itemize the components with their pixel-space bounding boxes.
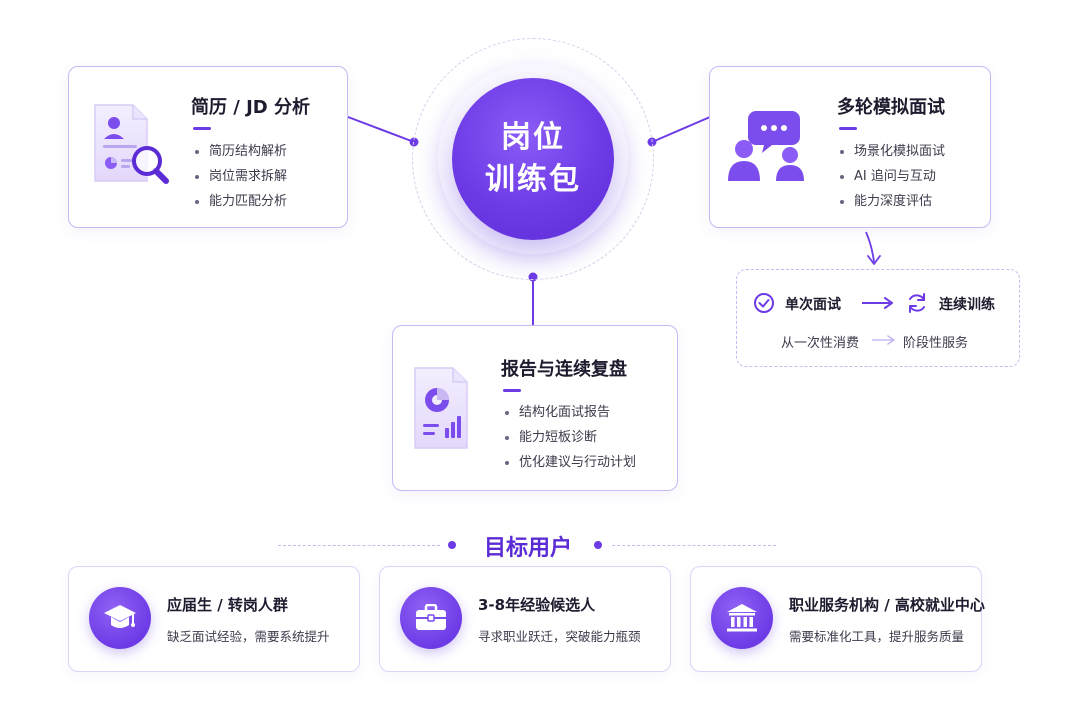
list-item: 岗位需求拆解 — [193, 164, 287, 189]
user-card-graduates: 应届生 / 转岗人群 缺乏面试经验，需要系统提升 — [68, 566, 360, 672]
interview-chat-icon — [728, 111, 804, 181]
hub-circle: 岗位 训练包 — [452, 78, 614, 240]
arrow-right-light-icon — [872, 335, 895, 345]
graduation-cap-icon — [104, 605, 136, 628]
user-icon-badge — [89, 587, 151, 649]
list-item: 能力匹配分析 — [193, 189, 287, 214]
list-item: 能力短板诊断 — [503, 425, 636, 450]
refresh-cycle-icon — [909, 293, 925, 313]
module-title: 多轮模拟面试 — [837, 97, 945, 118]
resume-search-icon — [94, 104, 169, 184]
mode-from-label: 单次面试 — [785, 297, 841, 313]
user-title: 3-8年经验候选人 — [478, 596, 596, 614]
training-mode-box: 单次面试 连续训练 从一次性消费 阶段性服务 — [736, 269, 1020, 367]
user-icon-badge — [400, 587, 462, 649]
hub-dashed-ring — [412, 38, 654, 280]
institution-icon — [727, 604, 757, 632]
check-circle-icon — [754, 293, 774, 313]
mode-to-label: 连续训练 — [939, 297, 995, 313]
list-item: 能力深度评估 — [838, 189, 945, 214]
module-card-mock-interview: 多轮模拟面试 场景化模拟面试 AI 追问与互动 能力深度评估 — [709, 66, 991, 228]
report-chart-icon — [414, 367, 468, 449]
list-item: AI 追问与互动 — [838, 164, 945, 189]
section-divider-left — [278, 545, 440, 546]
hub-title-line1: 岗位 — [501, 120, 565, 155]
mode-from-subtext: 从一次性消费 — [781, 336, 860, 351]
user-title: 应届生 / 转岗人群 — [167, 596, 288, 614]
hub-title-line2: 训练包 — [485, 162, 581, 197]
module-title: 简历 / JD 分析 — [191, 97, 311, 118]
title-underline — [839, 127, 857, 130]
list-item: 优化建议与行动计划 — [503, 450, 636, 475]
user-icon-badge — [711, 587, 773, 649]
section-dot-left — [448, 541, 456, 549]
list-item: 场景化模拟面试 — [838, 139, 945, 164]
section-divider-right — [612, 545, 776, 546]
module-item-list: 结构化面试报告 能力短板诊断 优化建议与行动计划 — [503, 400, 636, 475]
mode-to-subtext: 阶段性服务 — [903, 336, 969, 351]
user-desc: 缺乏面试经验，需要系统提升 — [167, 629, 330, 644]
section-title: 目标用户 — [484, 536, 573, 561]
module-title: 报告与连续复盘 — [501, 359, 627, 380]
title-underline — [503, 389, 521, 392]
user-card-experienced: 3-8年经验候选人 寻求职业跃迁，突破能力瓶颈 — [379, 566, 671, 672]
arrow-right-icon — [862, 297, 893, 309]
user-title: 职业服务机构 / 高校就业中心 — [789, 596, 985, 614]
module-card-resume-analysis: 简历 / JD 分析 简历结构解析 岗位需求拆解 能力匹配分析 — [68, 66, 348, 228]
briefcase-icon — [416, 604, 446, 630]
user-desc: 需要标准化工具，提升服务质量 — [789, 629, 965, 644]
title-underline — [193, 127, 211, 130]
user-card-institutions: 职业服务机构 / 高校就业中心 需要标准化工具，提升服务质量 — [690, 566, 985, 672]
list-item: 结构化面试报告 — [503, 400, 636, 425]
module-item-list: 场景化模拟面试 AI 追问与互动 能力深度评估 — [838, 139, 945, 214]
user-desc: 寻求职业跃迁，突破能力瓶颈 — [478, 629, 641, 644]
module-item-list: 简历结构解析 岗位需求拆解 能力匹配分析 — [193, 139, 287, 214]
module-card-report-review: 报告与连续复盘 结构化面试报告 能力短板诊断 优化建议与行动计划 — [392, 325, 678, 491]
list-item: 简历结构解析 — [193, 139, 287, 164]
section-dot-right — [594, 541, 602, 549]
